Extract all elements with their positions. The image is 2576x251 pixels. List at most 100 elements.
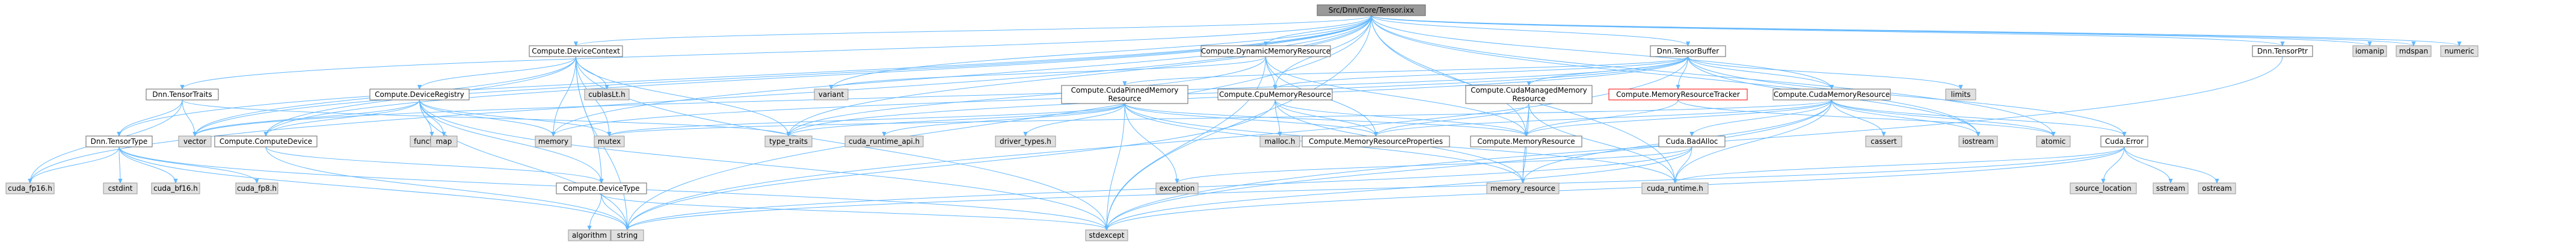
- node-label: ostream: [2202, 184, 2231, 193]
- node-cpumem[interactable]: Compute.CpuMemoryResource: [1217, 88, 1333, 101]
- node-box: [1486, 182, 1560, 194]
- node-memory[interactable]: memory: [535, 135, 572, 147]
- node-label: driver_types.h: [1000, 137, 1051, 146]
- node-memory_resource[interactable]: memory_resource: [1486, 182, 1560, 194]
- node-cassert[interactable]: cassert: [1865, 135, 1902, 147]
- node-mutex[interactable]: mutex: [594, 135, 625, 147]
- node-cstdint[interactable]: cstdint: [103, 182, 138, 194]
- node-devreg[interactable]: Compute.DeviceRegistry: [369, 88, 470, 101]
- node-box: [1217, 88, 1333, 101]
- node-memres[interactable]: Compute.MemoryResource: [1470, 135, 1582, 147]
- edge-ttraits-to-vector: [182, 99, 195, 136]
- node-box: [814, 88, 849, 101]
- node-label: source_location: [2075, 184, 2131, 193]
- edge-cudamem-to-memres: [1526, 99, 1832, 136]
- node-box: [369, 88, 470, 101]
- node-bf16[interactable]: cuda_bf16.h: [151, 182, 200, 194]
- node-label: cuda_runtime_api.h: [849, 137, 920, 146]
- edge-cudamem-to-cudaerror: [1831, 99, 2125, 136]
- edge-devtype-to-string: [601, 193, 627, 230]
- node-runtime[interactable]: cuda_runtime.h: [1641, 182, 1709, 194]
- node-string[interactable]: string: [610, 229, 644, 241]
- node-iostream[interactable]: iostream: [1958, 135, 1998, 147]
- node-cudaerror[interactable]: Cuda.Error: [2100, 135, 2148, 147]
- node-tptr[interactable]: Dnn.TensorPtr: [2252, 45, 2313, 57]
- node-label: cublasLt.h: [588, 90, 626, 99]
- node-label: memory_resource: [1490, 184, 1555, 193]
- node-label: Compute.MemoryResourceTracker: [1616, 90, 1740, 99]
- node-box: [1200, 45, 1331, 57]
- node-label: numeric: [2444, 47, 2474, 55]
- node-fp8[interactable]: cuda_fp8.h: [235, 182, 278, 194]
- node-mdspan[interactable]: mdspan: [2396, 45, 2432, 57]
- node-variant[interactable]: variant: [814, 88, 849, 101]
- edge-pinned1-to-mutex: [609, 103, 1125, 136]
- node-box: [1865, 135, 1902, 147]
- node-drivertypes[interactable]: driver_types.h: [995, 135, 1056, 147]
- edge-compdev-to-devtype: [265, 146, 601, 183]
- edge-devtype-to-stdexcept: [601, 193, 1107, 230]
- edge-root-to-ttype: [119, 15, 1372, 136]
- node-label: Compute.MemoryResourceProperties: [1309, 137, 1443, 146]
- node-cudamem[interactable]: Compute.CudaMemoryResource: [1772, 88, 1891, 101]
- edge-ttype-to-string: [118, 146, 627, 230]
- edge-root-to-cudamem: [1371, 15, 1832, 89]
- node-label: iomanip: [2355, 47, 2384, 55]
- node-stdexcept[interactable]: stdexcept: [1085, 229, 1128, 241]
- edge-root-to-dynmem: [1266, 15, 1372, 46]
- edge-tbuf-to-cudaerror: [1688, 56, 2125, 136]
- node-dynmem[interactable]: Compute.DynamicMemoryResource: [1200, 45, 1331, 57]
- node-label: Compute.DeviceRegistry: [375, 90, 464, 99]
- node-box: [584, 88, 630, 101]
- node-box: [1302, 135, 1450, 147]
- edge-devctx-to-typetraits: [576, 56, 789, 136]
- node-tbuf[interactable]: Dnn.TensorBuffer: [1650, 45, 1726, 57]
- node-label: Compute.CpuMemoryResource: [1219, 90, 1331, 99]
- dependency-nodes: Src/Dnn/Core/Tensor.ixxCompute.DeviceCon…: [5, 4, 2479, 241]
- edge-root-to-iomanip: [1371, 15, 2370, 46]
- node-typetraits[interactable]: type_traits: [764, 135, 813, 147]
- node-box: [1945, 88, 1976, 101]
- edge-cudaerror-to-string: [627, 146, 2125, 230]
- node-ttraits[interactable]: Dnn.TensorTraits: [146, 88, 219, 101]
- node-label: Compute.ComputeDevice: [220, 137, 312, 146]
- node-box: [178, 135, 212, 147]
- node-srcloc[interactable]: source_location: [2070, 182, 2137, 194]
- node-cublas[interactable]: cublasLt.h: [584, 88, 630, 101]
- node-root[interactable]: Src/Dnn/Core/Tensor.ixx: [1317, 4, 1426, 16]
- node-label: Compute.DeviceType: [563, 184, 639, 193]
- node-devctx[interactable]: Compute.DeviceContext: [529, 45, 623, 57]
- node-box: [1259, 135, 1300, 147]
- node-runtimeapi[interactable]: cuda_runtime_api.h: [844, 135, 924, 147]
- node-ostream[interactable]: ostream: [2198, 182, 2236, 194]
- node-map[interactable]: map: [430, 135, 458, 147]
- node-numeric[interactable]: numeric: [2440, 45, 2479, 57]
- node-algorithm[interactable]: algorithm: [568, 229, 611, 241]
- node-label: string: [617, 231, 638, 240]
- node-tracker[interactable]: Compute.MemoryResourceTracker: [1608, 88, 1748, 101]
- node-box: [85, 135, 153, 147]
- node-box: [568, 229, 611, 241]
- node-ttype[interactable]: Dnn.TensorType: [85, 135, 153, 147]
- node-label: Compute.DeviceContext: [532, 47, 620, 55]
- node-label: limits: [1951, 90, 1971, 99]
- node-box: [2252, 45, 2313, 57]
- edge-cudamem-to-iostream: [1831, 99, 1979, 136]
- node-compdev[interactable]: Compute.ComputeDevice: [214, 135, 318, 147]
- node-memprops[interactable]: Compute.MemoryResourceProperties: [1302, 135, 1450, 147]
- node-vector[interactable]: vector: [178, 135, 212, 147]
- node-fp16[interactable]: cuda_fp16.h: [5, 182, 55, 194]
- node-atomic[interactable]: atomic: [2036, 135, 2071, 147]
- node-badalloc[interactable]: Cuda.BadAlloc: [1658, 135, 1726, 147]
- node-exception[interactable]: exception: [1155, 182, 1199, 194]
- edge-root-to-tbuf: [1371, 15, 1688, 46]
- node-sstream[interactable]: sstream: [2153, 182, 2189, 194]
- edge-root-to-variant: [831, 15, 1372, 89]
- node-devtype[interactable]: Compute.DeviceType: [556, 182, 647, 194]
- node-limits[interactable]: limits: [1945, 88, 1976, 101]
- node-malloc[interactable]: malloc.h: [1259, 135, 1300, 147]
- edge-ttype-to-fp8: [118, 146, 257, 183]
- node-iomanip[interactable]: iomanip: [2352, 45, 2387, 57]
